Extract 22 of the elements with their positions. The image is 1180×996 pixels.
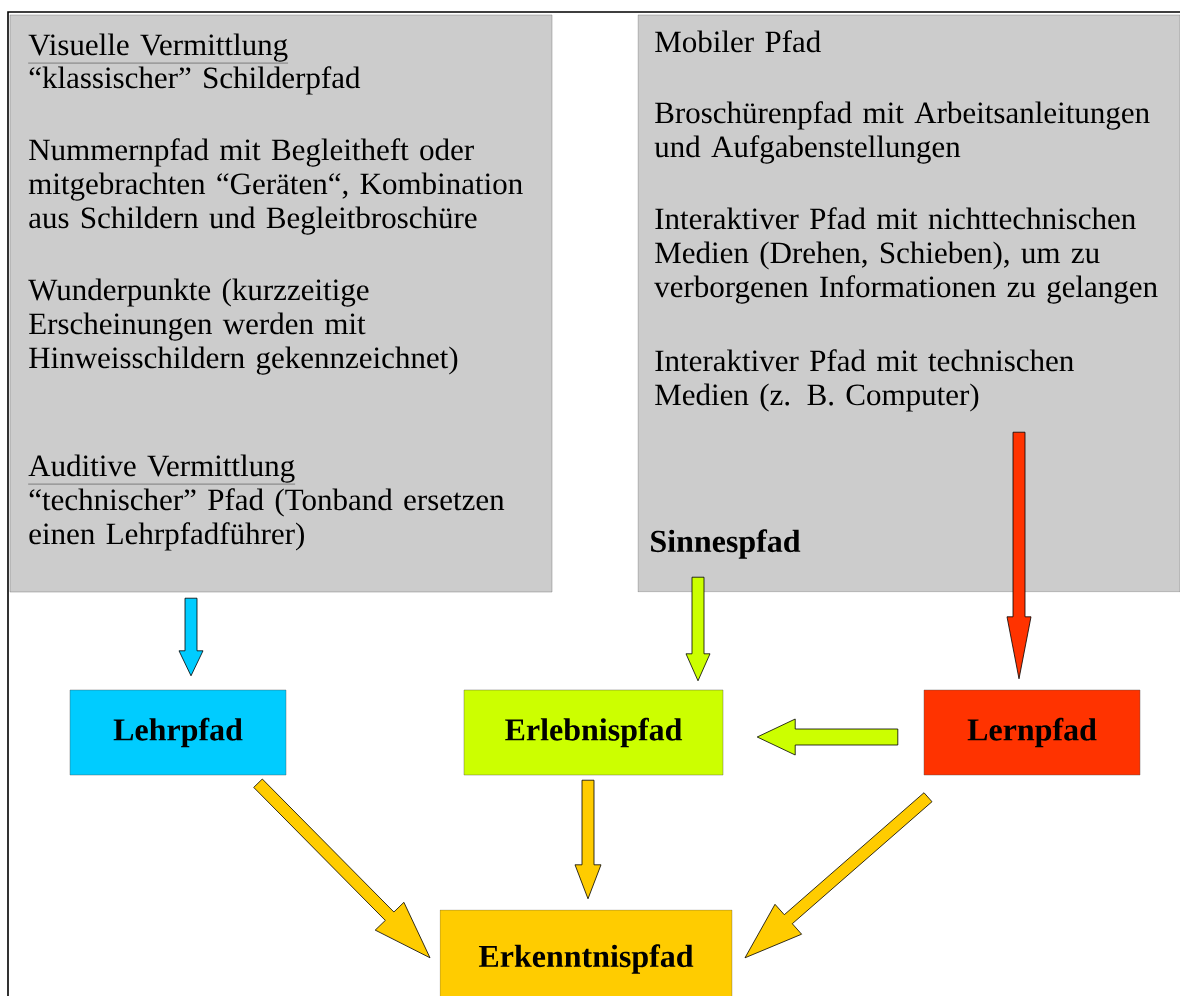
panel-text: Wunderpunkte (kurzzeitige Erscheinungen werden mit Hinweisschildern gekennzeichnet) [28,278,458,375]
panel-text: “klassischer” Schilderpfad [29,66,361,95]
panel-text: Broschürenpfad mit Arbeitsanleitungen und Aufgabenstellungen [654,101,1150,164]
path-box: Erlebnispfad [463,689,724,776]
block-arrow [178,597,204,677]
block-arrow [253,778,431,959]
block-arrow [685,576,711,682]
path-box: Lehrpfad [69,689,287,776]
path-box: Erkenntnispfad [439,909,733,996]
block-arrow [756,718,899,756]
path-label: Sinnespfad [651,529,801,559]
section-heading: Auditive Vermittlung [28,454,296,485]
panel-text: “technischer” Pfad (Tonband ersetzen einen Lehrpfadführer) [29,488,505,551]
panel-text: Interaktiver Pfad mit nichttechnischen Medien (Drehen, Schieben), um zu verborgenen Informationen zu gelangen [654,207,1158,304]
panel-text: Mobiler Pfad [655,30,821,53]
block-arrow [1006,431,1032,680]
block-arrow [574,779,602,900]
block-arrow [744,792,933,959]
panel-text: Interaktiver Pfad mit technischen Medien (z. B. Computer) [655,349,1074,412]
section-heading: Visuelle Vermittlung [28,33,289,64]
path-box: Lernpfad [923,689,1141,776]
panel-text: Nummernpfad mit Begleitheft oder mitgebrachten “Geräten“, Kombination aus Schildern und Begleitbroschüre [28,138,523,235]
